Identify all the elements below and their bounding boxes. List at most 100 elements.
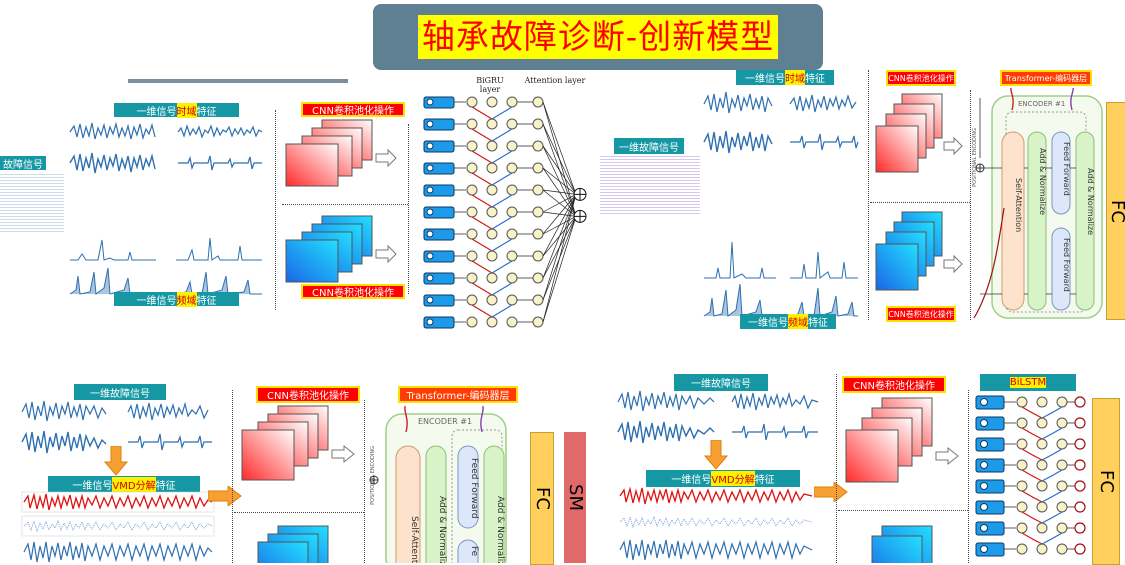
attention-layer-label: Attention layer — [524, 76, 586, 85]
fc-layer: FC — [1092, 398, 1120, 565]
transformer-encoder: ENCODER #1 Self-Attention Add & Normaliz… — [972, 88, 1103, 319]
gru-unit — [486, 96, 498, 108]
fault-signal-label: 一维故障信号 — [74, 384, 166, 400]
dotted-separator — [836, 374, 837, 563]
bigru-attention-network — [423, 96, 587, 329]
gru-unit — [506, 162, 518, 174]
gru-unit — [506, 96, 518, 108]
fault-signal-label: 一维故障信号 — [614, 138, 684, 154]
lstm-unit — [1036, 543, 1048, 555]
dotted-separator — [232, 390, 233, 563]
time-waveforms — [21, 400, 212, 454]
attention-unit — [532, 162, 544, 174]
lstm-unit — [1036, 417, 1048, 429]
output-unit — [1074, 543, 1086, 555]
input-dot — [426, 164, 434, 172]
lstm-unit — [1056, 522, 1068, 534]
attention-unit — [532, 118, 544, 130]
input-dot — [426, 318, 434, 326]
output-unit — [1074, 480, 1086, 492]
lstm-unit — [1016, 480, 1028, 492]
cnn-label-top: CNN卷积池化操作 — [886, 70, 956, 86]
lstm-unit — [1056, 543, 1068, 555]
svg-text:Add & Normalize: Add & Normalize — [437, 496, 447, 563]
attention-unit — [532, 294, 544, 306]
gru-unit — [506, 294, 518, 306]
lstm-unit — [1036, 396, 1048, 408]
input-dot — [980, 440, 988, 448]
lstm-unit — [1036, 480, 1048, 492]
dotted-separator — [870, 202, 970, 203]
output-unit — [1074, 459, 1086, 471]
gru-unit — [486, 228, 498, 240]
lstm-unit — [1016, 522, 1028, 534]
gru-unit — [486, 294, 498, 306]
svg-text:ENCODER #1: ENCODER #1 — [418, 417, 472, 426]
lstm-unit — [1056, 501, 1068, 513]
svg-text:ENCODER #1: ENCODER #1 — [1018, 100, 1065, 108]
lstm-unit — [1016, 438, 1028, 450]
spectrum-2 — [176, 237, 262, 261]
right-arrow-icon — [814, 482, 848, 502]
dotted-separator — [970, 90, 971, 320]
attention-unit — [532, 272, 544, 284]
dotted-separator — [408, 124, 409, 294]
gru-unit — [506, 228, 518, 240]
spectrum-1 — [70, 239, 156, 261]
lstm-unit — [1056, 396, 1068, 408]
svg-text:POSITIONAL ENCODING: POSITIONAL ENCODING — [370, 446, 376, 505]
svg-text:Self-Attention: Self-Attention — [409, 516, 419, 563]
fault-signal-label: 一维故障信号 — [674, 374, 768, 391]
dotted-separator — [968, 390, 969, 563]
input-dot — [426, 230, 434, 238]
cnn-feature-maps-red — [241, 405, 355, 481]
gru-unit — [486, 118, 498, 130]
dotted-separator — [364, 400, 365, 563]
gru-unit — [506, 316, 518, 328]
dotted-separator — [275, 110, 276, 310]
cnn-feature-maps-blue — [285, 215, 397, 283]
signal-noise-block — [0, 172, 64, 232]
lstm-unit — [1016, 417, 1028, 429]
panel-cnn-transformer: 一维故障信号 一维信号时域特征 一维信号频域特征 CNN卷积池化操作 CNN卷积… — [598, 66, 1125, 336]
dotted-separator — [838, 510, 968, 511]
cnn-feature-maps-red — [285, 119, 397, 187]
input-dot — [980, 398, 988, 406]
output-unit — [1074, 396, 1086, 408]
svg-text:Feed Forward: Feed Forward — [469, 458, 479, 519]
freq-domain-label: 一维信号频域特征 — [740, 314, 836, 329]
down-arrow-icon — [704, 440, 728, 470]
svg-text:Fe: Fe — [469, 546, 479, 557]
gru-unit — [486, 250, 498, 262]
cnn-label-top: CNN卷积池化操作 — [842, 376, 946, 393]
lstm-unit — [1036, 501, 1048, 513]
attention-unit — [532, 184, 544, 196]
input-dot — [426, 98, 434, 106]
gru-unit — [466, 184, 478, 196]
time-waveforms — [703, 91, 859, 154]
svg-text:Feed Forward: Feed Forward — [1062, 142, 1071, 196]
gru-unit — [486, 272, 498, 284]
input-dot — [426, 142, 434, 150]
input-dot — [426, 296, 434, 304]
svg-text:Add & Normalize: Add & Normalize — [495, 496, 505, 563]
gru-unit — [466, 272, 478, 284]
cnn-feature-maps-blue — [871, 525, 933, 563]
input-dot — [426, 186, 434, 194]
lstm-unit — [1016, 501, 1028, 513]
output-unit — [1074, 501, 1086, 513]
right-arrow-icon — [208, 486, 242, 506]
svg-text:Self-Attention: Self-Attention — [1014, 178, 1023, 232]
transformer-label: Transformer-编码器层 — [398, 386, 518, 403]
gru-unit — [466, 206, 478, 218]
lstm-unit — [1056, 480, 1068, 492]
page-title: 轴承故障诊断-创新模型 — [417, 15, 779, 59]
lstm-unit — [1016, 396, 1028, 408]
input-dot — [980, 461, 988, 469]
cnn-label-top: CNN卷积池化操作 — [301, 102, 405, 117]
spectrum-3 — [69, 267, 156, 295]
cnn-feature-maps-red — [875, 93, 963, 173]
cnn-feature-maps-red — [845, 397, 959, 483]
